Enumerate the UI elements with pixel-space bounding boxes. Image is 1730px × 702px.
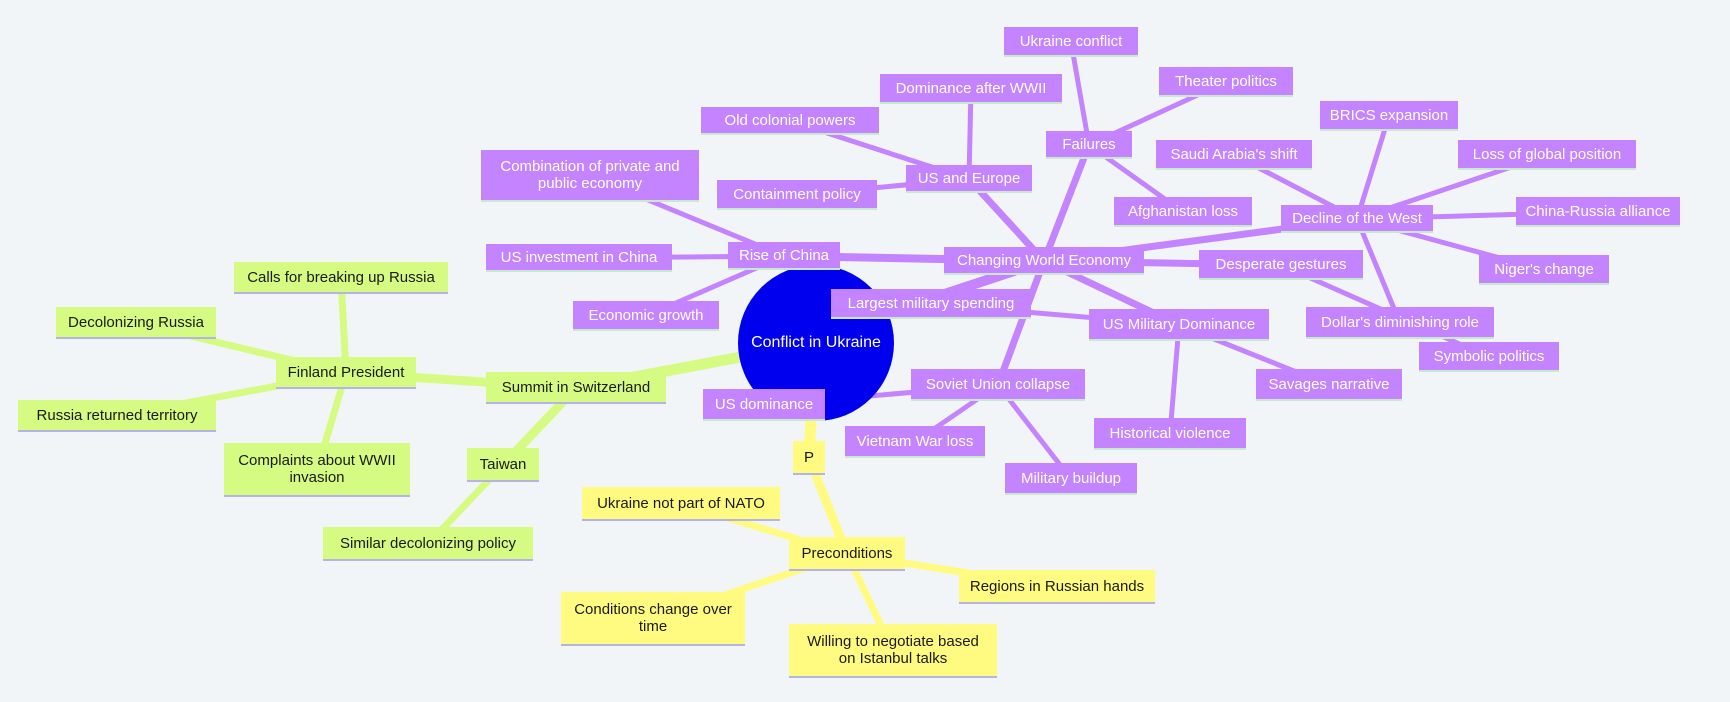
node-containment-policy[interactable]: Containment policy	[717, 180, 877, 210]
node-us-investment-china[interactable]: US investment in China	[486, 244, 672, 272]
node-old-colonial-powers[interactable]: Old colonial powers	[701, 107, 879, 135]
node-decolonizing-russia[interactable]: Decolonizing Russia	[56, 307, 216, 339]
node-finland-president[interactable]: Finland President	[276, 357, 416, 389]
node-conditions-change-over-time[interactable]: Conditions change over time	[561, 592, 745, 646]
node-economic-growth[interactable]: Economic growth	[573, 301, 719, 331]
node-ukraine-not-part-of-nato[interactable]: Ukraine not part of NATO	[582, 487, 780, 521]
node-us-military-dominance[interactable]: US Military Dominance	[1089, 309, 1269, 341]
connector-line	[1354, 113, 1392, 222]
node-complaints-wwii-invasion[interactable]: Complaints about WWII invasion	[224, 443, 410, 497]
node-military-buildup[interactable]: Military buildup	[1005, 463, 1137, 495]
node-taiwan[interactable]: Taiwan	[467, 448, 539, 482]
node-china-russia-alliance[interactable]: China-Russia alliance	[1516, 197, 1680, 227]
node-largest-military-spending[interactable]: Largest military spending	[831, 289, 1031, 319]
node-summit-in-switzerland[interactable]: Summit in Switzerland	[486, 372, 666, 404]
node-vietnam-war-loss[interactable]: Vietnam War loss	[845, 426, 985, 458]
node-decline-of-the-west[interactable]: Decline of the West	[1281, 205, 1433, 233]
node-dominance-after-wwii[interactable]: Dominance after WWII	[880, 74, 1062, 104]
node-desperate-gestures[interactable]: Desperate gestures	[1199, 250, 1363, 280]
connector-line	[966, 86, 974, 182]
connector-line	[1068, 39, 1092, 148]
node-loss-of-global-position[interactable]: Loss of global position	[1458, 140, 1636, 170]
node-regions-in-russian-hands[interactable]: Regions in Russian hands	[959, 570, 1155, 604]
node-ukraine-conflict[interactable]: Ukraine conflict	[1004, 27, 1138, 57]
node-dollars-diminishing-role[interactable]: Dollar's diminishing role	[1306, 307, 1494, 339]
node-rise-of-china[interactable]: Rise of China	[728, 242, 840, 270]
node-brics-expansion[interactable]: BRICS expansion	[1320, 101, 1458, 131]
node-combination-economy[interactable]: Combination of private and public econom…	[481, 150, 699, 202]
node-preconditions[interactable]: Preconditions	[789, 537, 905, 571]
node-savages-narrative[interactable]: Savages narrative	[1256, 369, 1402, 401]
node-soviet-union-collapse[interactable]: Soviet Union collapse	[911, 369, 1085, 401]
node-changing-world-economy[interactable]: Changing World Economy	[944, 247, 1144, 275]
node-us-and-europe[interactable]: US and Europe	[906, 165, 1032, 193]
node-nigers-change[interactable]: Niger's change	[1479, 255, 1609, 285]
connector-line	[1040, 141, 1093, 265]
node-failures[interactable]: Failures	[1046, 131, 1132, 159]
node-us-dominance[interactable]: US dominance	[703, 389, 825, 421]
node-calls-breaking-up-russia[interactable]: Calls for breaking up Russia	[234, 262, 448, 294]
node-russia-returned-territory[interactable]: Russia returned territory	[18, 400, 216, 432]
connector-line	[1354, 216, 1403, 326]
node-willing-to-negotiate[interactable]: Willing to negotiate based on Istanbul t…	[789, 624, 997, 678]
node-similar-decolonizing-policy[interactable]: Similar decolonizing policy	[323, 527, 533, 561]
node-historical-violence[interactable]: Historical violence	[1094, 418, 1246, 450]
connector-line	[994, 257, 1048, 389]
connector-line	[1167, 322, 1182, 437]
node-theater-politics[interactable]: Theater politics	[1159, 67, 1293, 97]
node-afghanistan-loss[interactable]: Afghanistan loss	[1114, 197, 1252, 227]
node-symbolic-politics[interactable]: Symbolic politics	[1419, 342, 1559, 372]
node-saudi-arabia-shift[interactable]: Saudi Arabia's shift	[1156, 140, 1312, 170]
node-p[interactable]: P	[793, 441, 825, 475]
